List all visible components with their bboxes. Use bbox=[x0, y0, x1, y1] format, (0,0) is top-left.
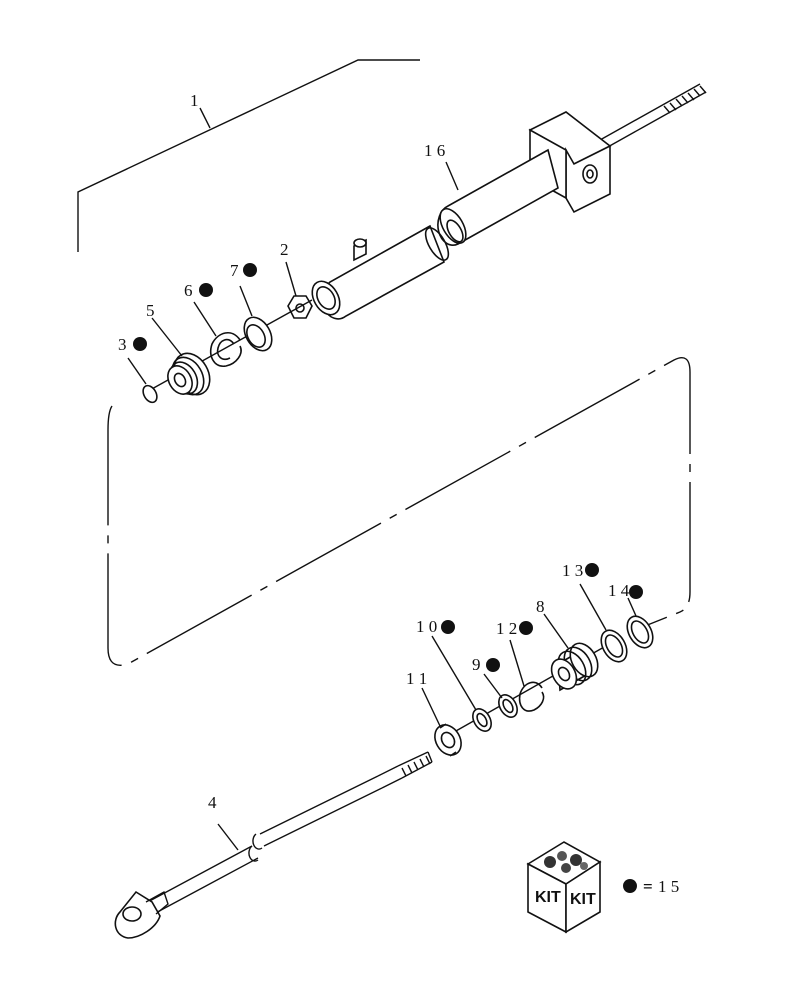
legend-bullet bbox=[623, 879, 637, 893]
callout-12: 1 2 bbox=[496, 619, 517, 638]
callout-7: 7 bbox=[230, 261, 239, 280]
phantom-connector-line bbox=[107, 357, 691, 666]
wiper-ring bbox=[243, 316, 273, 352]
callout-16: 1 6 bbox=[424, 141, 445, 160]
kit-marker-14 bbox=[629, 585, 643, 599]
piston bbox=[550, 642, 599, 692]
callout-1: 1 bbox=[190, 91, 199, 110]
seal-ring-14 bbox=[626, 615, 654, 649]
kit-legend: = 1 5 bbox=[623, 877, 679, 896]
legend-equals: = bbox=[643, 877, 653, 896]
callout-14: 1 4 bbox=[608, 581, 630, 600]
leader-lines bbox=[127, 161, 637, 851]
kit-marker-13 bbox=[585, 563, 599, 577]
callout-2: 2 bbox=[280, 240, 289, 259]
kit-marker-12 bbox=[519, 621, 533, 635]
kit-box-icon: KIT KIT bbox=[526, 841, 602, 934]
kit-label-left: KIT bbox=[535, 889, 561, 906]
cylinder-tube bbox=[311, 148, 559, 320]
backup-ring-lower bbox=[518, 681, 545, 712]
assembly-bracket bbox=[77, 59, 420, 252]
callout-13: 1 3 bbox=[562, 561, 583, 580]
callout-8: 8 bbox=[536, 597, 545, 616]
lock-nut bbox=[434, 723, 462, 757]
callout-11: 1 1 bbox=[406, 669, 427, 688]
kit-marker-6 bbox=[199, 283, 213, 297]
kit-label-right: KIT bbox=[570, 891, 596, 908]
callout-6: 6 bbox=[184, 281, 193, 300]
kit-marker-7 bbox=[243, 263, 257, 277]
callout-10: 1 0 bbox=[416, 617, 437, 636]
callout-9: 9 bbox=[472, 655, 481, 674]
seal-ring-14-inner bbox=[630, 620, 650, 644]
cylinder-end-block bbox=[528, 111, 612, 214]
seal-ring-9-inner bbox=[502, 698, 514, 714]
callout-4: 4 bbox=[208, 793, 217, 812]
kit-marker-3 bbox=[133, 337, 147, 351]
o-ring-small bbox=[142, 384, 158, 404]
callout-3: 3 bbox=[118, 335, 127, 354]
backup-ring bbox=[210, 332, 242, 367]
legend-kit-ref: 1 5 bbox=[658, 877, 679, 896]
callout-5: 5 bbox=[146, 301, 155, 320]
piston-rod-lower bbox=[114, 751, 433, 939]
seal-ring-10 bbox=[472, 708, 492, 732]
piston-rod-upper bbox=[599, 83, 707, 149]
rod-guide bbox=[167, 352, 211, 396]
kit-marker-10 bbox=[441, 620, 455, 634]
seal-ring-10-inner bbox=[476, 712, 488, 728]
seal-ring-13 bbox=[600, 629, 628, 663]
seal-ring-13-inner bbox=[604, 634, 624, 658]
kit-marker-9 bbox=[486, 658, 500, 672]
